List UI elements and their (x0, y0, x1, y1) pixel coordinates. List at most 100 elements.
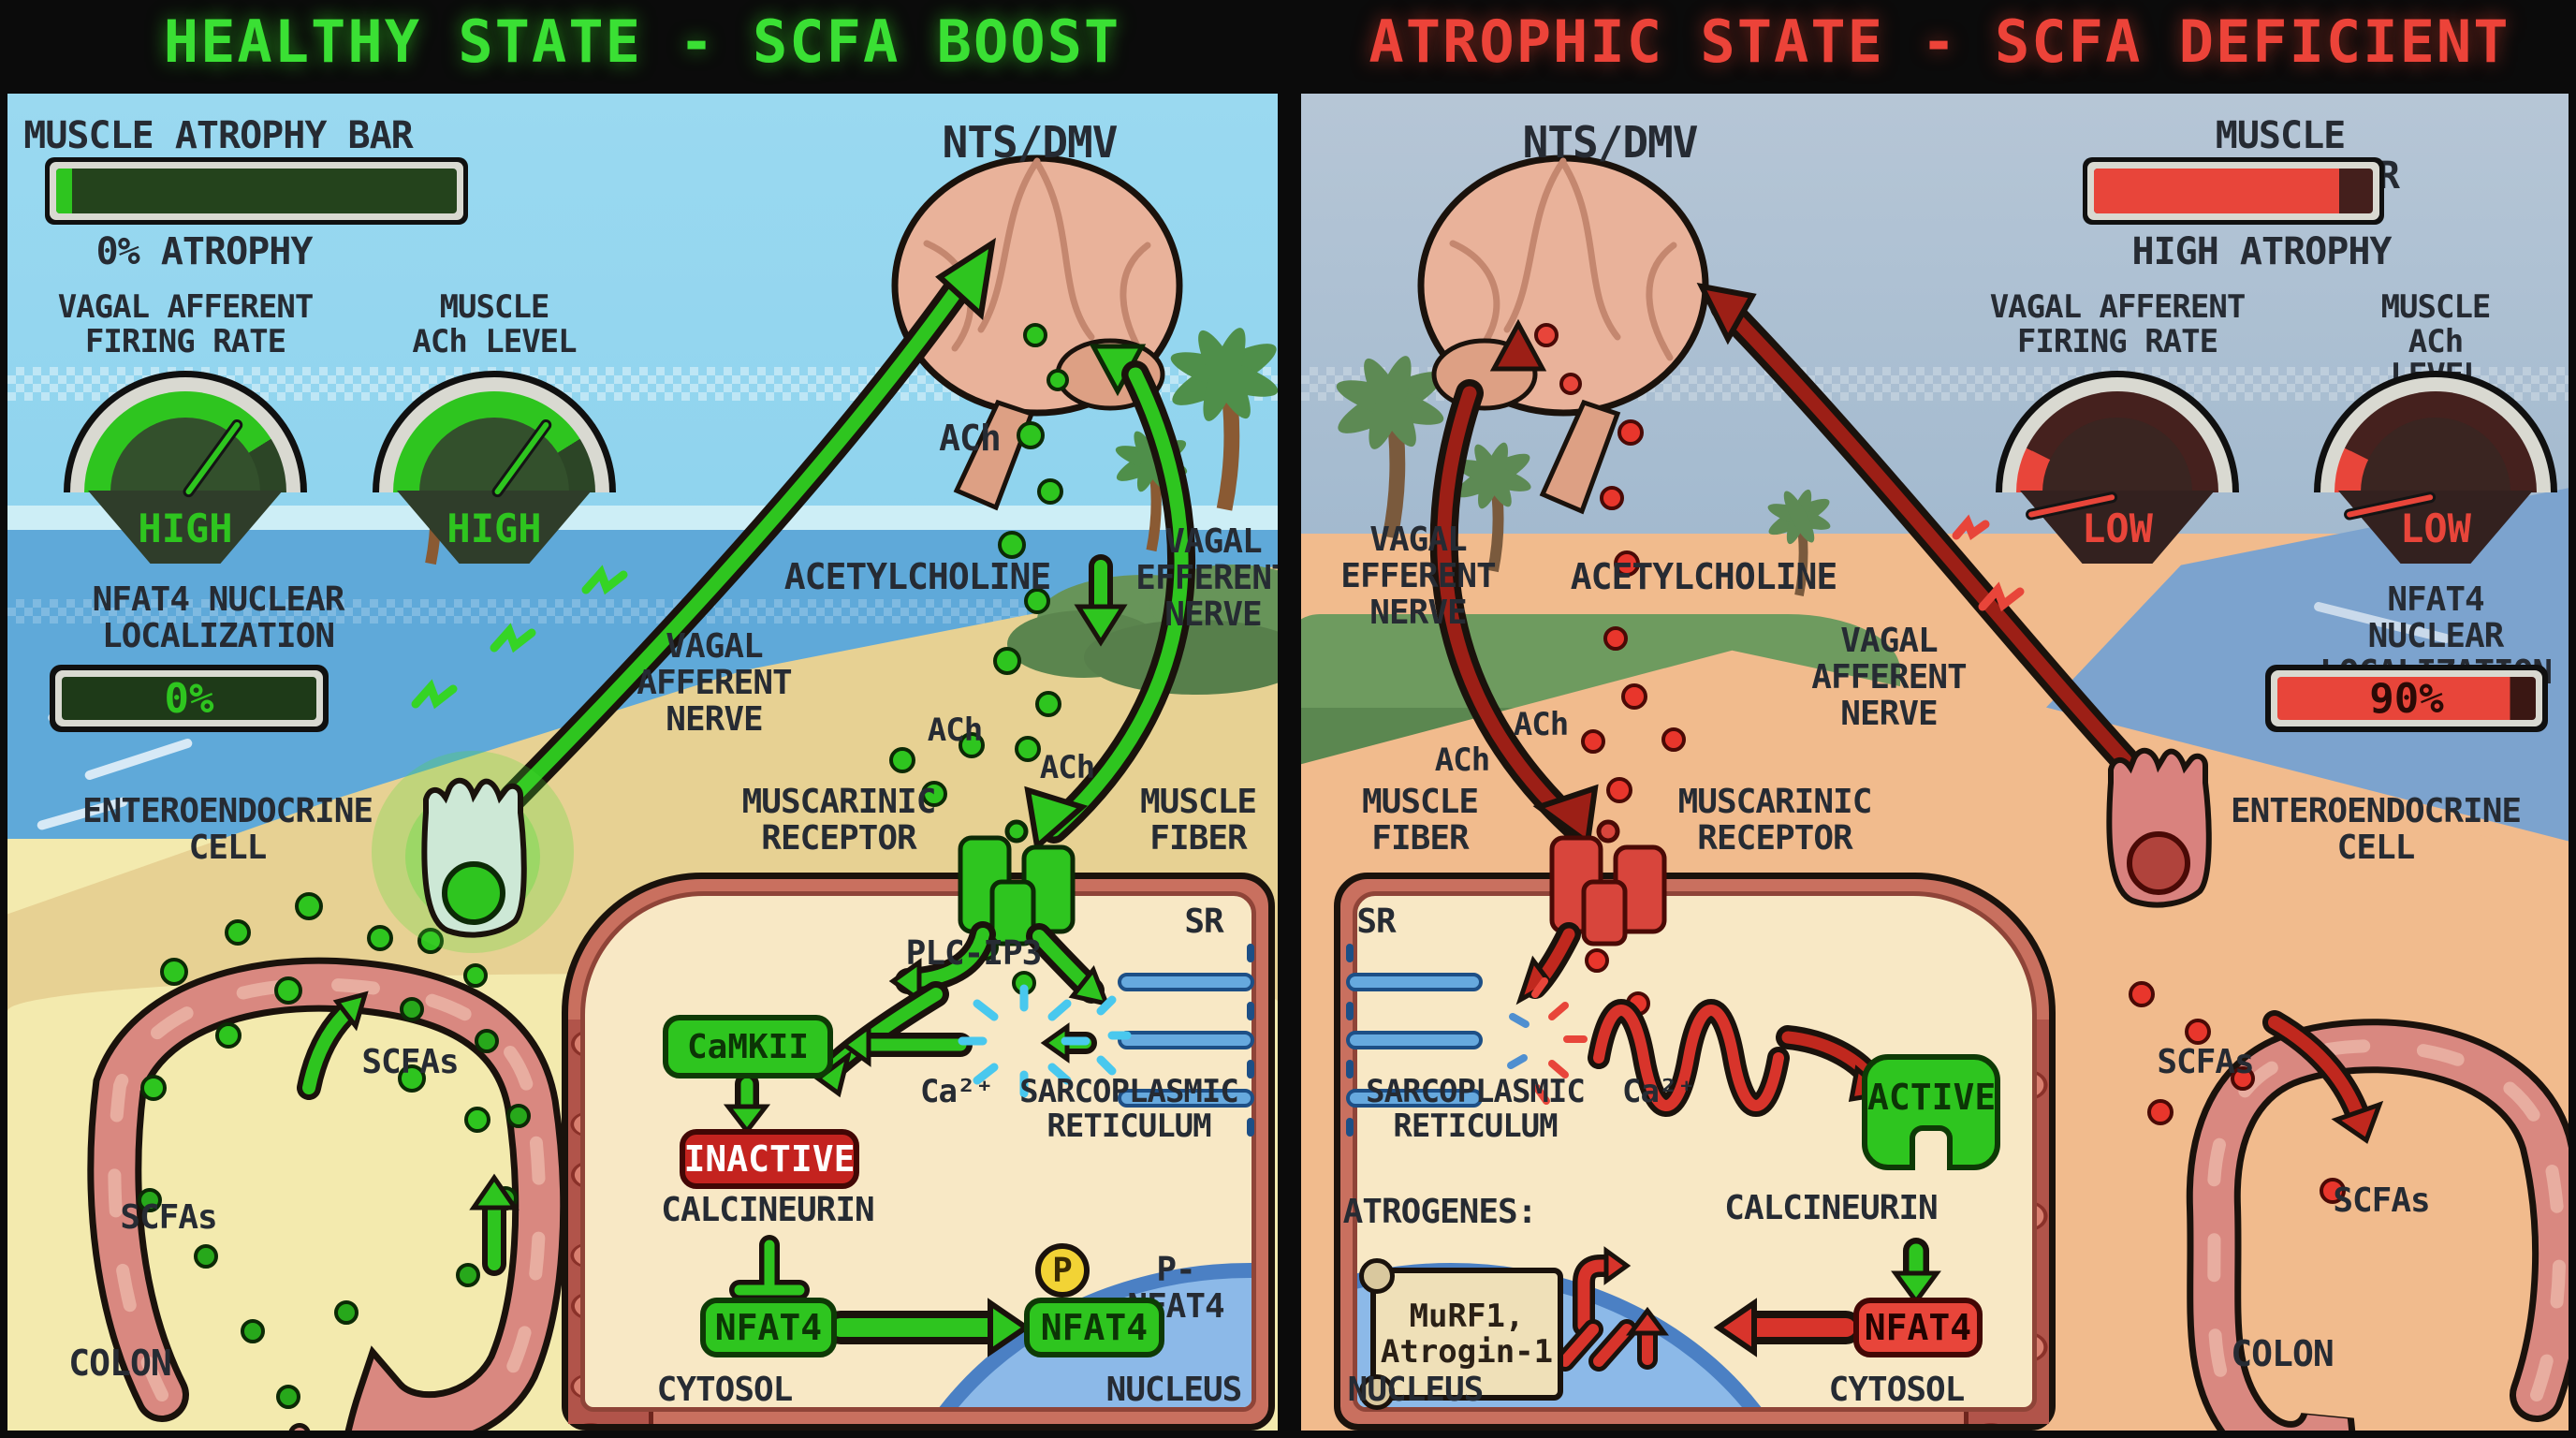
afferent-gauge-label: VAGAL AFFERENT FIRING RATE (1989, 288, 2247, 360)
ach-label: ACh (1434, 741, 1490, 779)
calcium-wave-squiggle (1588, 999, 1790, 1117)
sr-label: SR (1356, 902, 1396, 941)
atrophic-title: ATROPHIC STATE - SCFA DEFICIENT (1368, 7, 2510, 76)
afferent-firing-gauge: HIGH (64, 371, 307, 569)
brain-nts-dmv (891, 154, 1183, 511)
vagal-afferent-nerve-path (1696, 282, 2139, 774)
enteroendocrine-cell-glyph (372, 751, 574, 953)
nerve-spark-icons (411, 565, 628, 710)
atrophy-status: 0% ATROPHY (95, 230, 314, 273)
ach-gauge-label: MUSCLE ACh LEVEL (412, 288, 577, 360)
phosphate-letter: P (1052, 1251, 1073, 1290)
ach-label: ACh (939, 418, 1002, 459)
nfat-localization-value: 90% (2277, 675, 2536, 723)
panel-healthy-state: MUSCLE ATROPHY BAR 0% ATROPHY VAGAL AFFE… (7, 94, 1278, 1431)
nucleus-label: NUCLEUS (1347, 1371, 1485, 1409)
ca-label: Ca²⁺ (1622, 1073, 1696, 1110)
ach-dots (1581, 419, 1686, 1016)
enteroendocrine-label: ENTEROENDOCRINE CELL (2230, 792, 2522, 867)
acetylcholine-label: ACETYLCHOLINE (783, 556, 1051, 597)
colon-organ (87, 957, 567, 1431)
nucleus-label: NUCLEUS (1105, 1371, 1243, 1409)
muscle-fiber-label: MUSCLE FIBER (1361, 783, 1479, 858)
nfat4-cytosol-pill: NFAT4 (700, 1298, 837, 1357)
atrogenes-label: ATROGENES: (1342, 1193, 1538, 1231)
nfat-localization-display: 90% (2265, 665, 2548, 732)
nfat4-nucleus-pill: NFAT4 (1024, 1298, 1164, 1357)
palm-trees (1336, 356, 1831, 596)
acetylcholine-label: ACETYLCHOLINE (1570, 556, 1837, 597)
sarcoplasmic-reticulum-stack (1054, 944, 1254, 1137)
sr-label: SR (1184, 902, 1223, 941)
ach-label: ACh (927, 712, 983, 749)
phosphate-badge: P (1035, 1243, 1090, 1298)
enteroendocrine-label: ENTEROENDOCRINE CELL (81, 792, 373, 867)
cytosol-label: CYTOSOL (656, 1371, 794, 1409)
enteroendocrine-cell-glyph (2106, 747, 2212, 908)
colon-organ (2186, 1019, 2569, 1431)
afferent-gauge-label: VAGAL AFFERENT FIRING RATE (57, 288, 315, 360)
muscarinic-label: MUSCARINIC RECEPTOR (1677, 783, 1873, 858)
afferent-firing-gauge: LOW (1996, 371, 2239, 569)
gauge-value: LOW (2400, 506, 2471, 551)
scfa-release-arrows (297, 990, 520, 1276)
scfa-dots (140, 892, 490, 1133)
nfat-localization-display: 0% (50, 665, 329, 732)
muscle-fiber-label: MUSCLE FIBER (1139, 783, 1257, 858)
calcium-spark-burst (1507, 977, 1588, 1105)
scfas-label: SCFAs (2333, 1181, 2430, 1220)
calcium-spark-burst (958, 984, 1132, 1098)
panel-atrophic-state: MUSCLE ATROPHY BAR HIGH ATROPHY VAGAL AF… (1301, 94, 2569, 1431)
healthy-title: HEALTHY STATE - SCFA BOOST (163, 7, 1121, 76)
scfa-falling-arrow (2262, 1010, 2384, 1144)
atrogenes-scroll: MuRF1, Atrogin-1 (1359, 1258, 1563, 1410)
scfas-label: SCFAs (2157, 1043, 2254, 1081)
plc-ip3-label: PLC-IP3 (905, 934, 1043, 973)
nfat-localization-label: NFAT4 NUCLEAR LOCALIZATION (92, 580, 345, 655)
vagal-afferent-label: VAGAL AFFERENT NERVE (1811, 622, 1967, 733)
scfas-label: SCFAs (361, 1043, 459, 1081)
ca-label: Ca²⁺ (920, 1073, 994, 1110)
atrophy-bar-label: MUSCLE ATROPHY BAR (23, 114, 413, 157)
ach-label: ACh (1039, 749, 1095, 786)
atrophy-bar-fill (2094, 169, 2340, 213)
colon-label: COLON (68, 1343, 171, 1384)
vagal-efferent-nerve-path (1024, 360, 1196, 852)
vagal-efferent-label: VAGAL EFFERENT NERVE (1340, 521, 1496, 632)
muscle-ach-gauge: LOW (2314, 371, 2557, 569)
gauge-value: HIGH (446, 506, 542, 551)
healthy-diagram-art (87, 154, 1278, 1431)
atrophy-bar-fill (56, 169, 73, 213)
sarcoplasmic-reticulum-stack (1346, 944, 1546, 1137)
vagal-efferent-label: VAGAL EFFERENT NERVE (1135, 522, 1278, 634)
atrophy-bar (45, 157, 468, 225)
signaling-arrows (723, 921, 1111, 1357)
atrophy-bar (2083, 157, 2384, 225)
sarcoplasmic-label: SARCOPLASMIC RETICULUM (1366, 1073, 1586, 1145)
cytosol-label: CYTOSOL (1828, 1371, 1966, 1409)
gauge-value: HIGH (138, 506, 233, 551)
ach-label: ACh (1513, 706, 1569, 743)
scfas-label: SCFAs (120, 1198, 217, 1237)
scfa-dots (2129, 981, 2346, 1204)
calcineurin-label: CALCINEURIN (661, 1191, 874, 1229)
nfat-localization-value: 0% (62, 675, 316, 723)
muscarinic-label: MUSCARINIC RECEPTOR (741, 783, 937, 858)
brain-nts-dmv (1417, 154, 1709, 515)
nerve-spark-icons (1952, 514, 2025, 612)
vagal-afferent-nerve-path (499, 237, 997, 812)
inactive-pill: INACTIVE (680, 1129, 859, 1189)
muscarinic-receptor-glyph (1549, 819, 1667, 946)
atrophic-diagram-art (1336, 154, 2569, 1431)
nfat4-pill: NFAT4 (1853, 1298, 1983, 1357)
colon-label: COLON (2231, 1333, 2334, 1374)
muscle-ach-gauge: HIGH (373, 371, 616, 569)
nts-dmv-label: NTS/DMV (1522, 117, 1699, 168)
calcineurin-label: CALCINEURIN (1724, 1189, 1938, 1227)
muscarinic-receptor-glyph (958, 819, 1076, 946)
nts-dmv-label: NTS/DMV (942, 117, 1119, 168)
active-calcineurin-pill: ACTIVE (1862, 1054, 2000, 1170)
atrogene-up-arrows (1555, 1246, 1669, 1372)
vagal-efferent-nerve-path (1429, 379, 1599, 848)
